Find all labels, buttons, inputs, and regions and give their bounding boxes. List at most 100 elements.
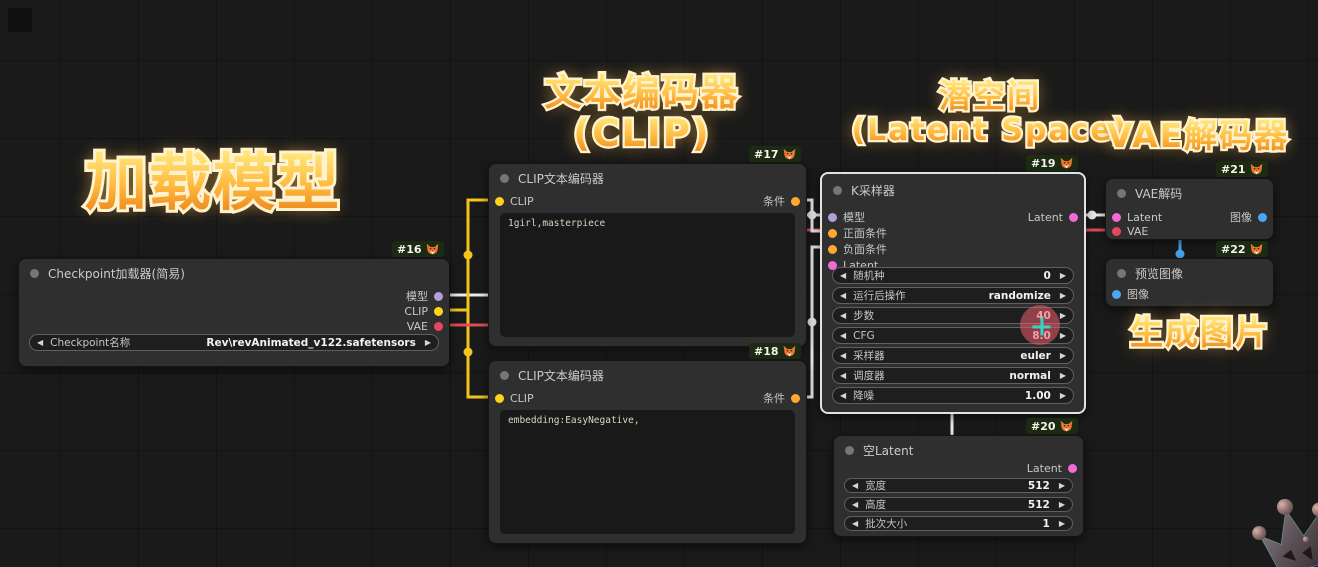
node-title-bar: 预览图像 [1117, 265, 1183, 281]
negative-conditioning-input-port[interactable] [828, 244, 837, 254]
increment-arrow-icon[interactable]: ▶ [1059, 290, 1066, 300]
increment-arrow-icon[interactable]: ▶ [1058, 480, 1065, 490]
collapse-dot-icon[interactable] [30, 268, 39, 278]
seed-widget[interactable]: ◀ 随机种 0 ▶ [832, 267, 1074, 284]
latent-output-port[interactable] [1068, 463, 1077, 473]
decrement-arrow-icon[interactable]: ◀ [840, 370, 847, 380]
port-label: Latent [1127, 210, 1163, 224]
node-title: K采样器 [851, 183, 895, 198]
collapse-dot-icon[interactable] [845, 445, 854, 455]
fox-icon [1250, 163, 1262, 175]
collapse-dot-icon[interactable] [833, 185, 842, 195]
port-row: 正面条件 [822, 225, 1084, 241]
widget-label: 降噪 [853, 390, 875, 402]
output-row-latent: Latent [834, 460, 1083, 476]
node-title-bar: CLIP文本编码器 [500, 170, 604, 186]
batch-size-widget[interactable]: ◀ 批次大小 1 ▶ [844, 516, 1073, 531]
decrement-arrow-icon[interactable]: ◀ [840, 330, 847, 340]
node-title: 预览图像 [1135, 266, 1184, 281]
model-output-port[interactable] [434, 291, 443, 301]
decrement-arrow-icon[interactable]: ◀ [840, 310, 847, 320]
vae-input-port[interactable] [1112, 226, 1121, 236]
annotation-text-encoder-line2: (CLIP) [492, 115, 792, 154]
widget-value: randomize [988, 289, 1051, 302]
prompt-textarea[interactable]: 1girl,masterpiece [500, 213, 795, 337]
node-id: #22 [1221, 242, 1246, 256]
positive-conditioning-input-port[interactable] [828, 228, 837, 238]
increment-arrow-icon[interactable]: ▶ [1059, 310, 1066, 320]
node-vae-decode[interactable]: VAE解码 Latent 图像 VAE [1105, 178, 1274, 240]
widget-label: Checkpoint名称 [50, 337, 131, 349]
decrement-arrow-icon[interactable]: ◀ [37, 337, 44, 347]
sampler-widget[interactable]: ◀ 采样器 euler ▶ [832, 347, 1074, 364]
prompt-textarea[interactable]: embedding:EasyNegative, [500, 410, 795, 534]
increment-arrow-icon[interactable]: ▶ [1058, 518, 1065, 528]
increment-arrow-icon[interactable]: ▶ [1058, 499, 1065, 509]
node-ksampler[interactable]: K采样器 模型 Latent 正面条件 负面条件 Latent ◀ 随机种 0 … [820, 172, 1086, 414]
clip-input-port[interactable] [495, 196, 504, 206]
steps-widget[interactable]: ◀ 步数 40 ▶ [832, 307, 1074, 324]
port-label: 负面条件 [843, 243, 887, 256]
widget-label: 调度器 [853, 370, 885, 382]
decrement-arrow-icon[interactable]: ◀ [840, 390, 847, 400]
latent-input-port[interactable] [1112, 212, 1121, 222]
increment-arrow-icon[interactable]: ▶ [1059, 330, 1066, 340]
decrement-arrow-icon[interactable]: ◀ [852, 499, 859, 509]
node-id: #18 [754, 344, 779, 358]
increment-arrow-icon[interactable]: ▶ [1059, 350, 1066, 360]
collapse-dot-icon[interactable] [500, 173, 509, 183]
after-run-widget[interactable]: ◀ 运行后操作 randomize ▶ [832, 287, 1074, 304]
height-widget[interactable]: ◀ 高度 512 ▶ [844, 497, 1073, 512]
node-clip-encode-positive[interactable]: CLIP文本编码器 CLIP 条件 1girl,masterpiece [488, 163, 807, 347]
node-id-badge: #21 [1216, 161, 1268, 177]
widget-value: 0 [1043, 269, 1051, 282]
model-input-port[interactable] [828, 212, 837, 222]
port-row: 图像 [1106, 287, 1273, 301]
image-input-port[interactable] [1112, 289, 1121, 299]
width-widget[interactable]: ◀ 宽度 512 ▶ [844, 478, 1073, 493]
vae-output-port[interactable] [434, 321, 443, 331]
node-empty-latent[interactable]: 空Latent Latent ◀ 宽度 512 ▶ ◀ 高度 512 ▶ ◀ 批… [833, 435, 1084, 537]
output-row-model: 模型 [19, 288, 449, 304]
collapse-dot-icon[interactable] [1117, 188, 1126, 198]
latent-output-port[interactable] [1069, 212, 1078, 222]
decrement-arrow-icon[interactable]: ◀ [840, 270, 847, 280]
port-label: 模型 [406, 290, 428, 303]
node-checkpoint-loader[interactable]: Checkpoint加载器(简易) 模型 CLIP VAE ◀ Checkpoi… [18, 258, 450, 367]
checkpoint-name-widget[interactable]: ◀ Checkpoint名称 Rev\revAnimated_v122.safe… [29, 334, 439, 351]
widget-label: 步数 [853, 310, 875, 322]
decrement-arrow-icon[interactable]: ◀ [840, 290, 847, 300]
node-title: CLIP文本编码器 [518, 368, 604, 383]
clip-input-port[interactable] [495, 393, 504, 403]
latent-input-port[interactable] [828, 260, 837, 270]
increment-arrow-icon[interactable]: ▶ [1059, 270, 1066, 280]
collapse-dot-icon[interactable] [500, 370, 509, 380]
conditioning-output-port[interactable] [791, 393, 800, 403]
port-row: 模型 Latent [822, 209, 1084, 225]
increment-arrow-icon[interactable]: ▶ [424, 337, 431, 347]
node-clip-encode-negative[interactable]: CLIP文本编码器 CLIP 条件 embedding:EasyNegative… [488, 360, 807, 544]
decrement-arrow-icon[interactable]: ◀ [840, 350, 847, 360]
node-id-badge: #20 [1026, 418, 1078, 434]
scheduler-widget[interactable]: ◀ 调度器 normal ▶ [832, 367, 1074, 384]
increment-arrow-icon[interactable]: ▶ [1059, 370, 1066, 380]
fox-icon [1060, 420, 1072, 432]
widget-label: 运行后操作 [853, 290, 906, 302]
conditioning-output-port[interactable] [791, 196, 800, 206]
widget-value: euler [1020, 349, 1051, 362]
collapse-dot-icon[interactable] [1117, 268, 1126, 278]
image-output-port[interactable] [1258, 212, 1267, 222]
port-label: CLIP [404, 304, 428, 318]
node-preview-image[interactable]: 预览图像 图像 [1105, 258, 1274, 307]
node-title: VAE解码 [1135, 186, 1183, 201]
node-title-bar: VAE解码 [1117, 185, 1182, 201]
decrement-arrow-icon[interactable]: ◀ [852, 480, 859, 490]
increment-arrow-icon[interactable]: ▶ [1059, 390, 1066, 400]
clip-output-port[interactable] [434, 306, 443, 316]
port-row: CLIP 条件 [489, 193, 806, 209]
denoise-widget[interactable]: ◀ 降噪 1.00 ▶ [832, 387, 1074, 404]
node-id-badge: #19 [1026, 155, 1078, 171]
node-id-badge: #16 [392, 241, 444, 257]
decrement-arrow-icon[interactable]: ◀ [852, 518, 859, 528]
